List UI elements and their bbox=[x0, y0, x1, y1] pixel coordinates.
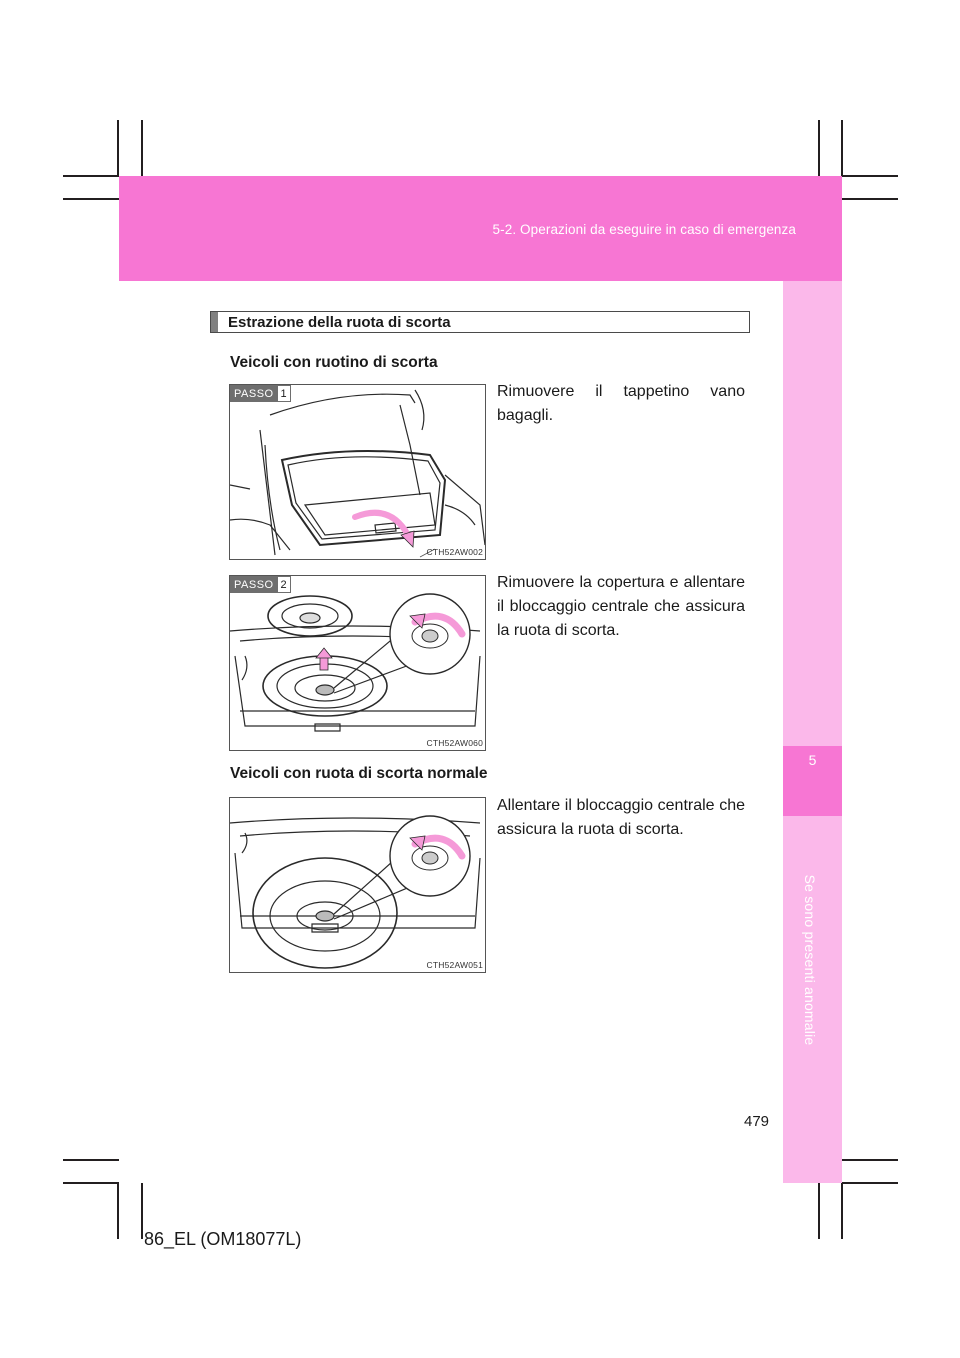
crop-mark bbox=[63, 175, 119, 177]
rotate-arrow-icon bbox=[352, 509, 411, 538]
step-badge-label: PASSO bbox=[230, 385, 278, 402]
side-tab-number: 5 bbox=[808, 752, 817, 768]
trunk-illustration bbox=[230, 389, 485, 558]
crop-mark bbox=[117, 120, 119, 176]
subheading-compact-spare: Veicoli con ruotino di scorta bbox=[230, 354, 438, 371]
section-heading-bar bbox=[211, 312, 218, 332]
crop-mark bbox=[63, 198, 119, 200]
chapter-section-label: 5-2. Operazioni da eseguire in caso di e… bbox=[492, 222, 796, 237]
compact-spare-illustration bbox=[230, 593, 481, 732]
step-badge-number: 1 bbox=[277, 385, 291, 402]
crop-mark bbox=[818, 1183, 820, 1239]
crop-mark bbox=[842, 1159, 898, 1161]
step-3-instruction: Allentare il bloccaggio centrale che ass… bbox=[497, 797, 745, 838]
subheading-full-spare: Veicoli con ruota di scorta normale bbox=[230, 765, 488, 782]
header-band bbox=[119, 176, 842, 281]
document-code: 86_EL (OM18077L) bbox=[144, 1229, 302, 1249]
step-badge-number: 2 bbox=[277, 576, 291, 593]
crop-mark bbox=[63, 1159, 119, 1161]
crop-mark bbox=[842, 1182, 898, 1184]
crop-mark bbox=[63, 1182, 119, 1184]
side-tab-number-box bbox=[783, 746, 842, 816]
crop-mark bbox=[818, 120, 820, 176]
step-2-instruction: Rimuovere la copertura e allentare il bl… bbox=[497, 574, 745, 639]
side-tab bbox=[783, 281, 842, 1183]
step-1-instruction: Rimuovere il tappetino vano bagagli. bbox=[497, 383, 745, 424]
figure-code: CTH52AW060 bbox=[426, 738, 483, 748]
figure-trunk-mat: PASSO 1 CTH52AW002 bbox=[229, 384, 486, 560]
section-heading-text: Estrazione della ruota di scorta bbox=[228, 314, 451, 331]
crop-mark bbox=[842, 198, 898, 200]
section-heading: Estrazione della ruota di scorta bbox=[210, 311, 750, 333]
figure-code: CTH52AW002 bbox=[426, 547, 483, 557]
figure-full-spare: CTH52AW051 bbox=[229, 797, 486, 973]
step-badge: PASSO 1 bbox=[230, 385, 291, 402]
crop-mark bbox=[117, 1183, 119, 1239]
crop-mark bbox=[842, 175, 898, 177]
figure-code: CTH52AW051 bbox=[426, 960, 483, 970]
step-badge-label: PASSO bbox=[230, 576, 278, 593]
crop-mark bbox=[141, 1183, 143, 1239]
full-spare-illustration bbox=[230, 815, 481, 969]
figure-compact-spare: PASSO 2 CTH52AW060 bbox=[229, 575, 486, 751]
step-badge: PASSO 2 bbox=[230, 576, 291, 593]
crop-mark bbox=[841, 1183, 843, 1239]
page-number: 479 bbox=[744, 1113, 770, 1130]
crop-mark bbox=[141, 120, 143, 176]
crop-mark bbox=[841, 120, 843, 176]
side-tab-title: Se sono presenti anomalie bbox=[802, 874, 818, 1046]
